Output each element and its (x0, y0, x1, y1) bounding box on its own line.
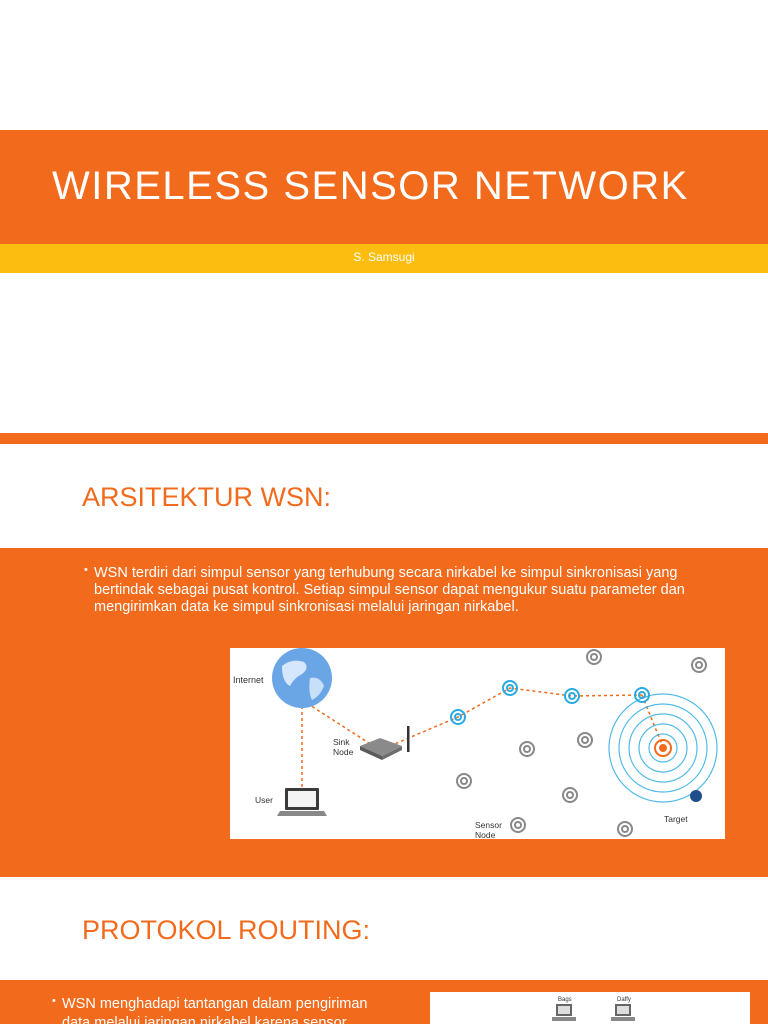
target-signal-rings (608, 693, 718, 803)
sensor-node-idle (562, 787, 578, 803)
heading-protokol: PROTOKOL ROUTING: (82, 915, 371, 945)
laptop-icon (277, 788, 327, 816)
sensor-label-2: Node (475, 830, 496, 839)
sensor-node-idle (586, 649, 602, 665)
user-label: User (255, 795, 273, 805)
computer-icon (611, 1004, 635, 1021)
target-node (654, 739, 672, 757)
slide-title: WIRELESS SENSOR NETWORK (52, 164, 689, 208)
link-internet-sink (301, 699, 373, 746)
sensor-label-1: Sensor (475, 820, 502, 830)
link-sensor-chain (389, 687, 643, 747)
sink-label-2: Node (333, 747, 354, 757)
sensor-node-active (502, 680, 518, 696)
slide-subtitle: S. Samsugi (353, 250, 415, 264)
node-label-b: Daffy (617, 997, 631, 1003)
wsn-diagram-svg: Internet Sink Node User (233, 648, 718, 840)
title-band (0, 130, 768, 244)
sensor-node-idle (617, 821, 633, 837)
wsn-architecture-diagram: Internet Sink Node User (230, 648, 725, 840)
sensor-node-idle (510, 817, 526, 833)
globe-icon (272, 648, 332, 708)
computer-icon (552, 1004, 576, 1021)
sensor-node-active (564, 688, 580, 704)
bullet-line-1: WSN menghadapi tantangan dalam pengirima… (62, 996, 368, 1012)
node-label-a: Bags (558, 997, 572, 1003)
heading-arsitektur: ARSITEKTUR WSN: (82, 482, 332, 512)
routing-diagram-svg: Bags Daffy (552, 997, 635, 1021)
target-label: Target (664, 814, 688, 824)
sensor-node-idle (577, 732, 593, 748)
sink-label-1: Sink (333, 737, 350, 747)
sensor-node-active (450, 709, 466, 725)
sensor-node-idle (456, 773, 472, 789)
sensor-node-idle (519, 741, 535, 757)
sink-node-icon (360, 726, 410, 760)
internet-label: Internet (233, 675, 264, 685)
sensor-node-idle (691, 657, 707, 673)
bullet-marker: • (84, 564, 88, 576)
routing-diagram: Bags Daffy (430, 992, 750, 1032)
slide-divider (0, 433, 768, 444)
subtitle-band (0, 244, 768, 273)
bullet-text-arsitektur: WSN terdiri dari simpul sensor yang terh… (94, 565, 685, 615)
target-icon (690, 790, 702, 802)
bullet-marker: • (52, 995, 56, 1007)
